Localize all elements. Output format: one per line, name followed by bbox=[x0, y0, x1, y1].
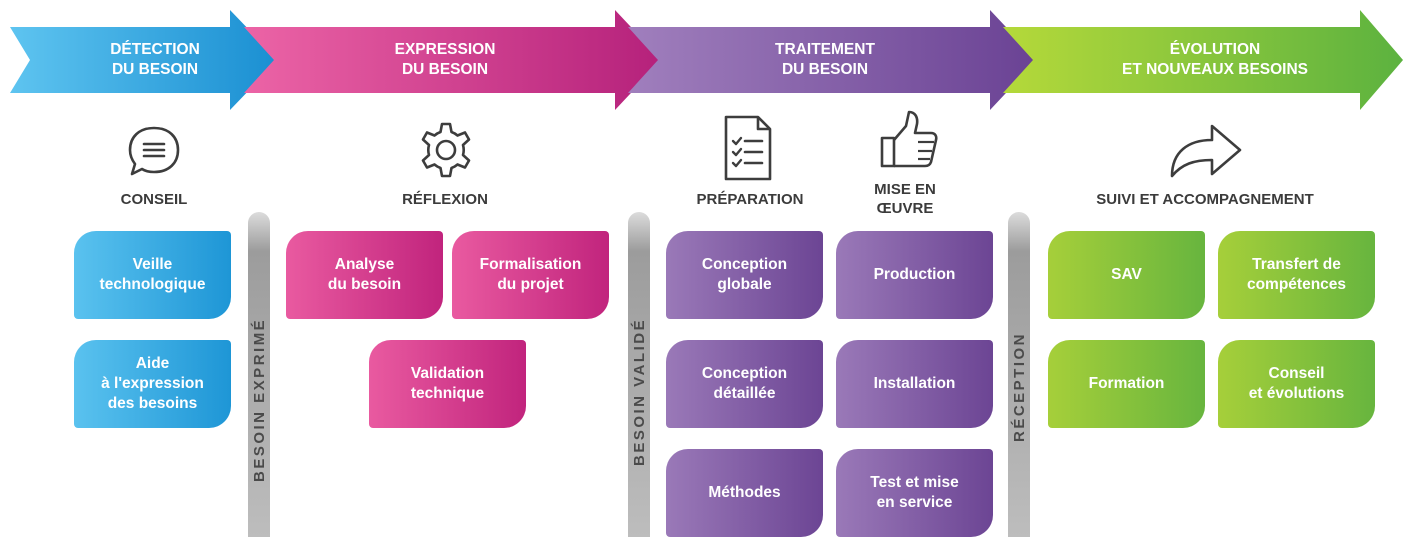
task-conception-detaillee: Conception détaillée bbox=[666, 340, 823, 428]
phase-arrow-expression bbox=[244, 10, 662, 110]
task-sav: SAV bbox=[1048, 231, 1205, 319]
phase-arrows bbox=[10, 10, 1403, 110]
milestone-label-besoin-exprime: BESOIN EXPRIMÉ bbox=[251, 317, 268, 482]
phase-title-detection: DÉTECTION DU BESOIN bbox=[110, 41, 200, 78]
task-analyse-du-besoin: Analyse du besoin bbox=[286, 231, 443, 319]
category-label-mise-en-oeuvre: MISE EN ŒUVRE bbox=[874, 181, 936, 217]
phase-title-traitement: TRAITEMENT DU BESOIN bbox=[775, 41, 875, 78]
phase-arrow-evolution bbox=[1003, 10, 1403, 110]
task-formalisation-du-projet: Formalisation du projet bbox=[452, 231, 609, 319]
chat-bubble-icon bbox=[128, 126, 180, 176]
milestone-label-besoin-valide: BESOIN VALIDÉ bbox=[631, 317, 648, 466]
category-label-reflexion: RÉFLEXION bbox=[402, 191, 488, 208]
milestone-bar-reception bbox=[1008, 212, 1030, 537]
task-transfert-de-competences: Transfert de compétences bbox=[1218, 231, 1375, 319]
phase-arrow-detection bbox=[10, 10, 278, 110]
phase-title-evolution: ÉVOLUTION ET NOUVEAUX BESOINS bbox=[1121, 41, 1309, 78]
task-installation: Installation bbox=[836, 340, 993, 428]
phase-title-expression: EXPRESSION DU BESOIN bbox=[394, 41, 496, 78]
category-label-suivi: SUIVI ET ACCOMPAGNEMENT bbox=[1096, 191, 1314, 208]
milestone-bar-besoin-valide bbox=[628, 212, 650, 537]
task-aide-expression-besoins: Aide à l'expression des besoins bbox=[74, 340, 231, 428]
milestone-bar-besoin-exprime bbox=[248, 212, 270, 537]
task-formation: Formation bbox=[1048, 340, 1205, 428]
milestone-label-reception: RÉCEPTION bbox=[1011, 331, 1028, 442]
gear-icon bbox=[421, 122, 471, 178]
task-conseil-et-evolutions: Conseil et évolutions bbox=[1218, 340, 1375, 428]
task-methodes: Méthodes bbox=[666, 449, 823, 537]
task-test-et-mise-en-service: Test et mise en service bbox=[836, 449, 993, 537]
category-label-conseil: CONSEIL bbox=[120, 191, 188, 208]
thumbs-up-icon bbox=[880, 110, 938, 168]
task-veille-technologique: Veille technologique bbox=[74, 231, 231, 319]
share-arrow-icon bbox=[1170, 124, 1242, 178]
task-validation-technique: Validation technique bbox=[369, 340, 526, 428]
phase-arrow-traitement bbox=[628, 10, 1037, 110]
task-conception-globale: Conception globale bbox=[666, 231, 823, 319]
category-label-preparation: PRÉPARATION bbox=[696, 191, 804, 208]
task-production: Production bbox=[836, 231, 993, 319]
checklist-document-icon bbox=[724, 115, 772, 181]
